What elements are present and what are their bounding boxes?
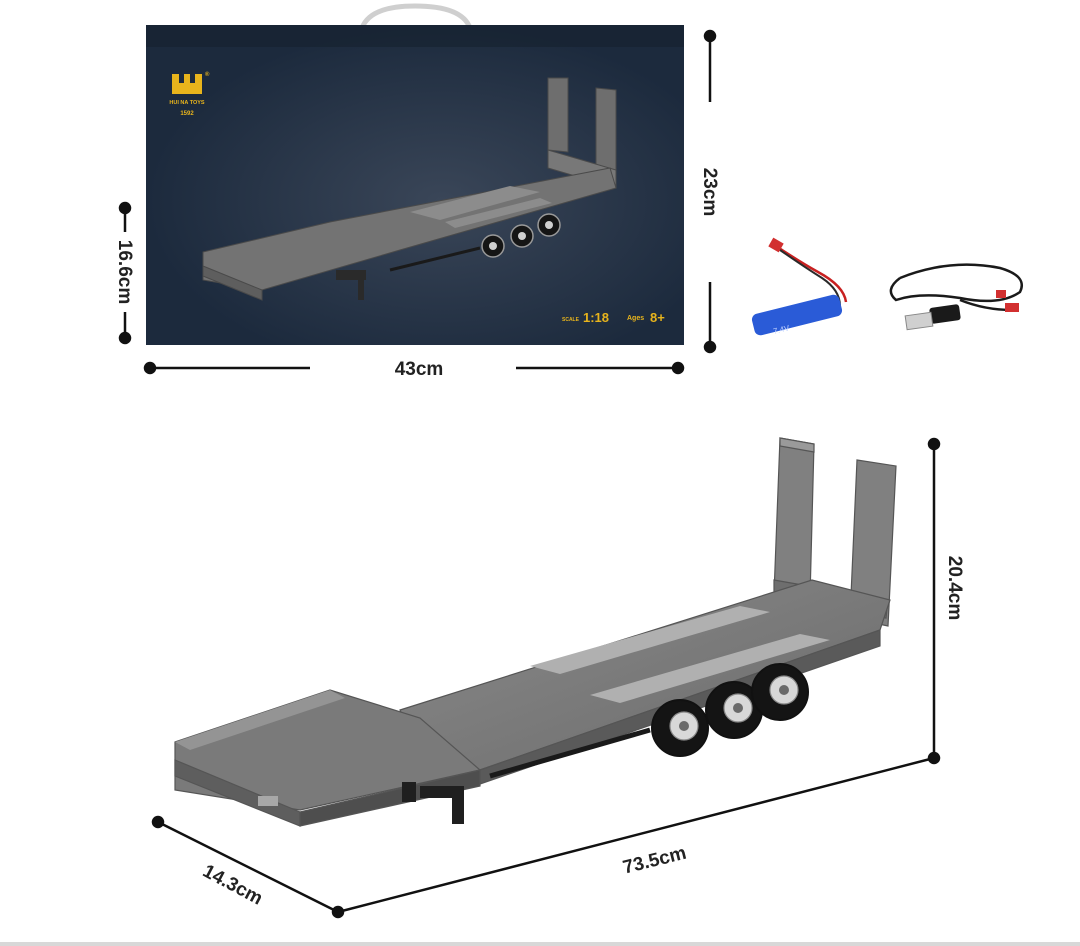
box-depth-label: 16.6cm	[114, 240, 135, 304]
trailer-length-dimension	[331, 756, 935, 919]
trailer-width-dimension	[151, 815, 339, 914]
scale-label: SCALE	[562, 317, 580, 323]
battery-pack: 7.4V	[751, 237, 848, 336]
box-height-label: 23cm	[699, 168, 720, 217]
trailer-width-label: 14.3cm	[199, 861, 266, 910]
box-width-label: 43cm	[395, 359, 444, 380]
bottom-border	[0, 942, 1080, 946]
brand-logo: ® HUI NA TOYS 1592	[169, 71, 210, 117]
trailer-height-dimension	[927, 437, 941, 765]
box-depth-dimension	[118, 201, 132, 345]
svg-text:®: ®	[205, 71, 210, 78]
svg-text:7.4V: 7.4V	[772, 323, 791, 336]
model-number: 1592	[180, 111, 194, 117]
product-box: ® HUI NA TOYS 1592 SCALE 1:18 Ages	[146, 3, 684, 345]
ages-value: 8+	[650, 310, 665, 325]
trailer-height-label: 20.4cm	[944, 556, 965, 620]
trailer-wheels	[651, 663, 809, 757]
ages-label: Ages	[627, 315, 644, 322]
trailer-model	[174, 437, 897, 827]
trailer-length-label: 73.5cm	[621, 843, 689, 879]
usb-charging-cable	[889, 263, 1023, 331]
box-handle	[359, 3, 473, 30]
box-trailer-image	[202, 77, 617, 301]
box-height-dimension	[703, 29, 717, 354]
scale-value: 1:18	[583, 310, 609, 325]
brand-text: HUI NA TOYS	[169, 100, 204, 106]
box-width-dimension	[143, 361, 685, 375]
